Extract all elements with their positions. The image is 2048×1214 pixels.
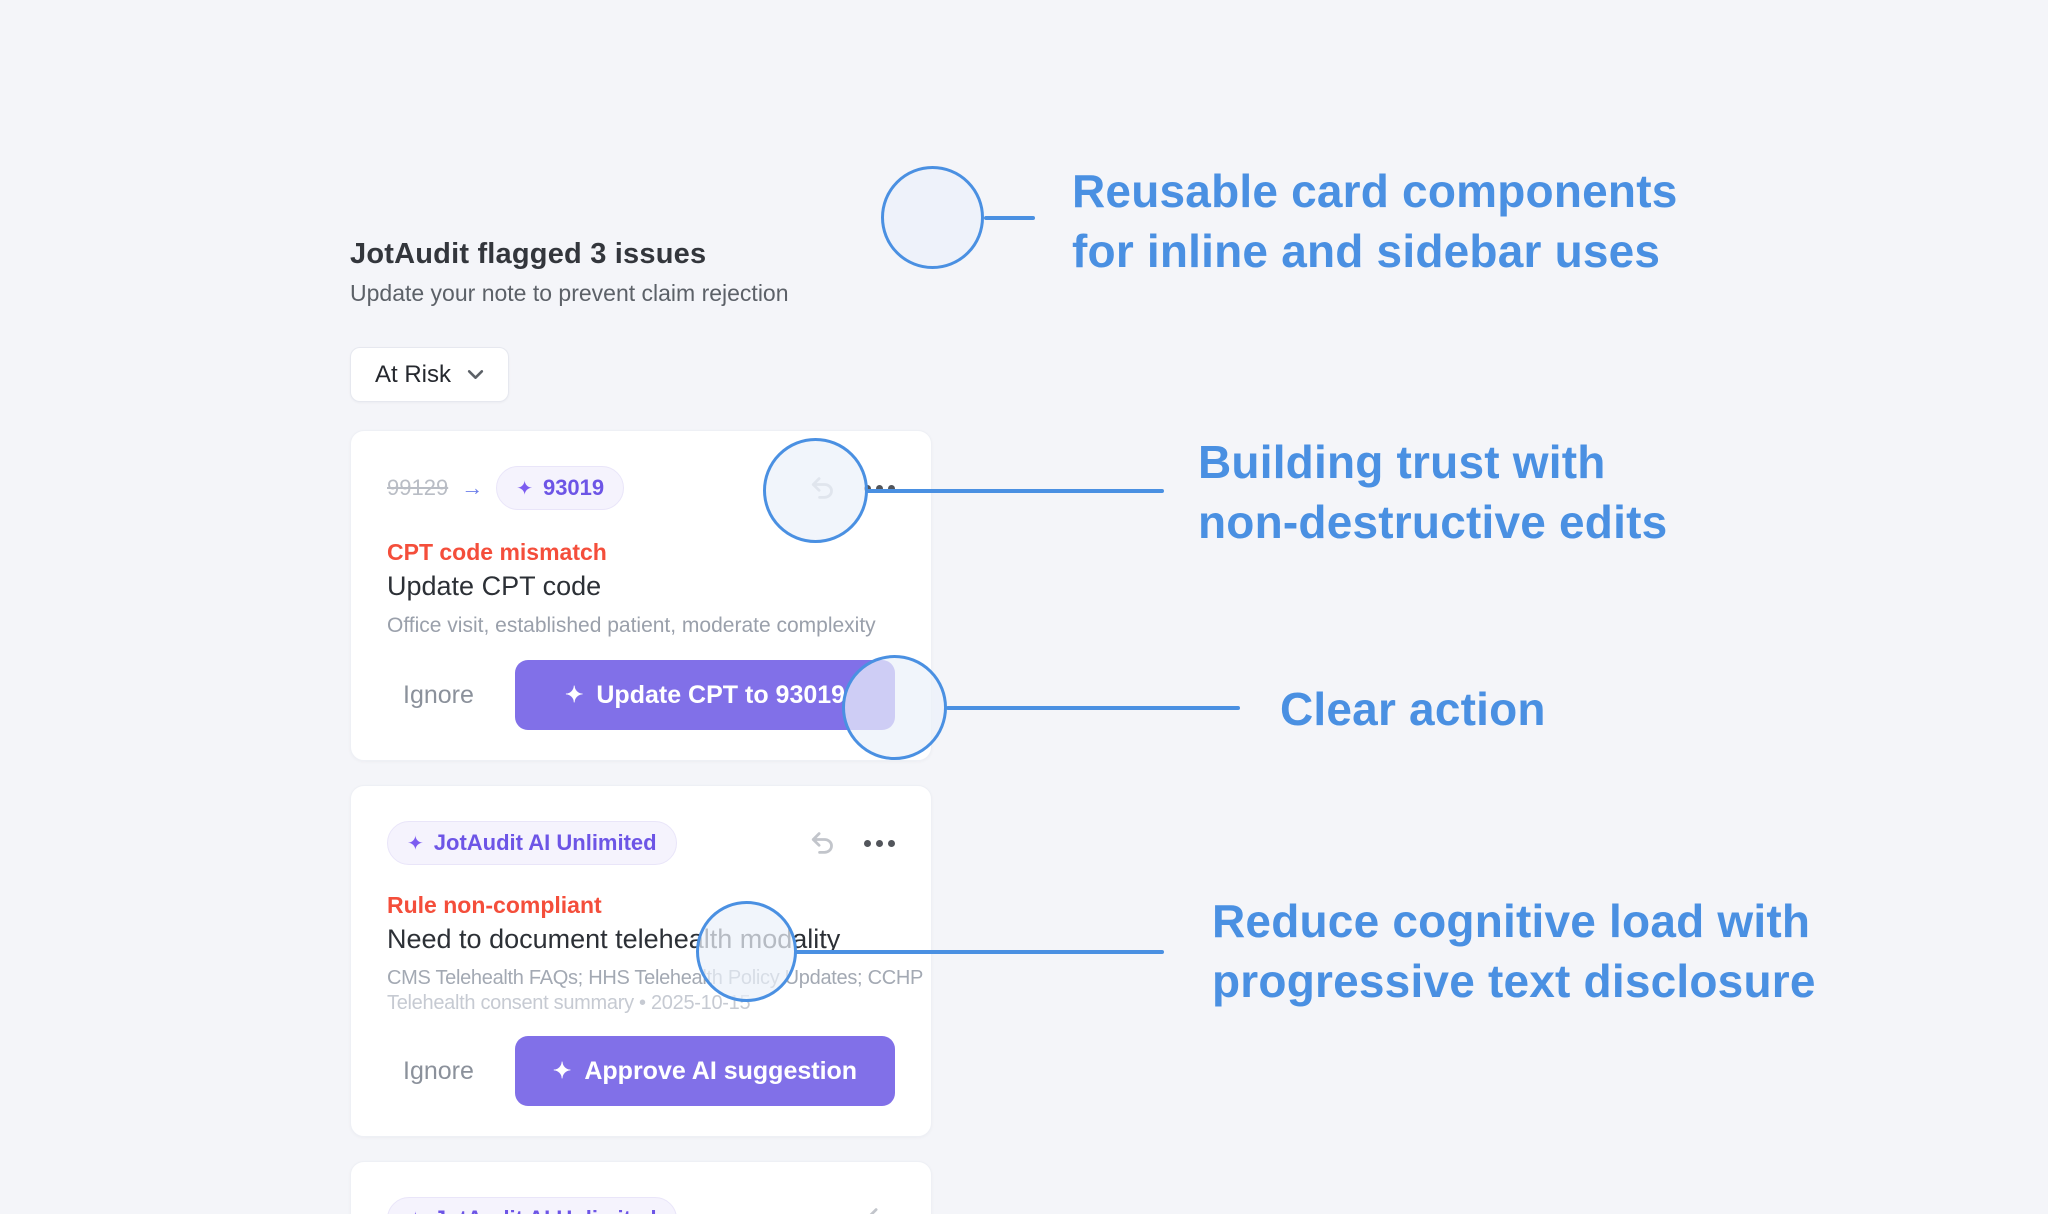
source-citations: CMS Telehealth FAQs; HHS Telehealth Poli… [387,966,924,1016]
page-subtitle: Update your note to prevent claim reject… [350,280,789,306]
annotation-circle-disclosure [696,901,797,1002]
annotation-line [984,216,1035,220]
old-cpt-code: 99129 [387,475,449,500]
ai-badge-label: JotAudit AI Unlimited [433,830,657,855]
ai-badge-label: JotAudit AI Unlimited [434,1206,657,1214]
primary-action-label: Update CPT to 93019 [596,680,846,709]
primary-action-button[interactable]: ✦ Update CPT to 93019 [515,660,895,730]
new-cpt-code: 93019 [542,475,605,500]
sparkle-icon: ✦ [564,682,584,707]
undo-icon [807,829,838,857]
card-header: 99129 → ✦ 93019 [387,466,895,510]
ellipsis-icon [864,839,895,847]
issue-title: Update CPT code [387,571,602,601]
more-options-button[interactable] [864,839,895,847]
annotation-text-disclosure: Reduce cognitive load with progressive t… [1212,895,1816,1007]
annotation-circle-components [881,166,984,269]
issue-type-label: CPT code mismatch [387,539,607,565]
arrow-right-icon: → [461,475,484,500]
undo-button[interactable] [864,1205,895,1214]
ignore-button[interactable]: Ignore [403,1056,474,1085]
risk-filter-dropdown[interactable]: At Risk [350,347,510,402]
source-citation-line: CMS Telehealth FAQs; HHS Telehealth Poli… [387,967,924,989]
chevron-down-icon [467,369,484,380]
card-header: ✦ JotAudit AI Unlimited [387,821,895,865]
card-footer: Ignore ✦ Update CPT to 93019 [387,660,895,730]
issue-type-label: Rule non-compliant [387,892,602,918]
issue-card-rule-noncompliant: ✦ JotAudit AI Unlimited Rule non-complia… [350,785,932,1137]
page-title: JotAudit flagged 3 issues [350,238,707,270]
primary-action-label: Approve AI suggestion [584,1056,858,1085]
sparkle-icon: ✦ [552,1058,572,1083]
ai-badge: ✦ JotAudit AI Unlimited [387,1197,677,1214]
primary-action-button[interactable]: ✦ Approve AI suggestion [515,1036,895,1106]
annotation-text-trust: Building trust with non-destructive edit… [1198,436,1668,548]
annotation-circle-undo [763,438,868,543]
new-cpt-code-badge: ✦ 93019 [496,466,625,510]
ignore-button[interactable]: Ignore [403,680,474,709]
annotation-circle-action [842,655,947,760]
annotation-text-action: Clear action [1280,683,1546,735]
issue-card-partial: ✦ JotAudit AI Unlimited [350,1161,932,1214]
annotation-line [946,706,1240,710]
sparkle-icon: ✦ [407,1207,424,1214]
ai-badge: ✦ JotAudit AI Unlimited [387,821,677,865]
source-citation-line-faded: Telehealth consent summary • 2025-10-15 [387,992,751,1014]
undo-button[interactable] [807,829,838,857]
risk-filter-label: At Risk [375,360,452,388]
undo-icon [864,1205,895,1214]
sparkle-icon: ✦ [516,477,533,500]
annotation-line [866,489,1164,493]
issue-description: Office visit, established patient, moder… [387,614,876,637]
annotation-text-components: Reusable card components for inline and … [1072,165,1678,277]
card-footer: Ignore ✦ Approve AI suggestion [387,1036,895,1106]
card-header: ✦ JotAudit AI Unlimited [387,1197,895,1214]
annotation-line [795,950,1164,954]
sparkle-icon: ✦ [407,832,424,855]
